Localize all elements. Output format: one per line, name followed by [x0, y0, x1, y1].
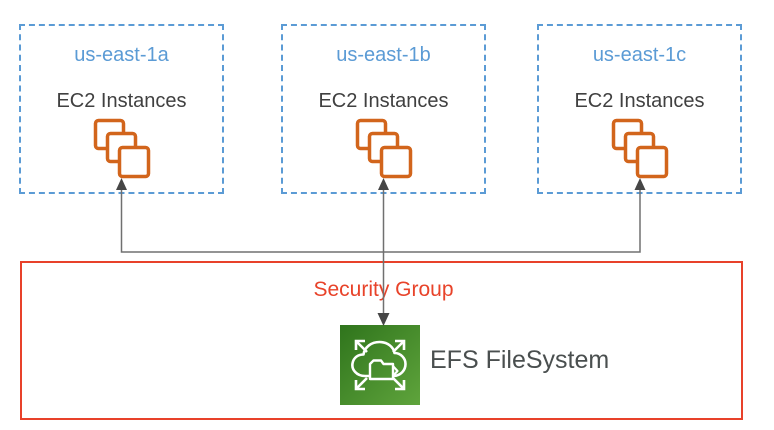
az-box-us-east-1a: us-east-1a EC2 Instances: [19, 24, 224, 194]
efs-filesystem-label: EFS FileSystem: [430, 346, 610, 374]
az-label: us-east-1a: [74, 44, 169, 66]
security-group-label: Security Group: [313, 278, 454, 301]
az-label: us-east-1b: [336, 44, 431, 66]
ec2-instances-label: EC2 Instances: [56, 90, 187, 112]
ec2-instances-stack-icon: [539, 118, 740, 182]
efs-filesystem-icon: [340, 325, 420, 405]
ec2-instances-label: EC2 Instances: [574, 90, 705, 112]
az-box-us-east-1b: us-east-1b EC2 Instances: [281, 24, 486, 194]
az-box-us-east-1c: us-east-1c EC2 Instances: [537, 24, 742, 194]
ec2-instances-stack-icon: [21, 118, 222, 182]
ec2-instances-stack-icon: [283, 118, 484, 182]
ec2-instances-label: EC2 Instances: [318, 90, 449, 112]
az-label: us-east-1c: [592, 44, 687, 66]
